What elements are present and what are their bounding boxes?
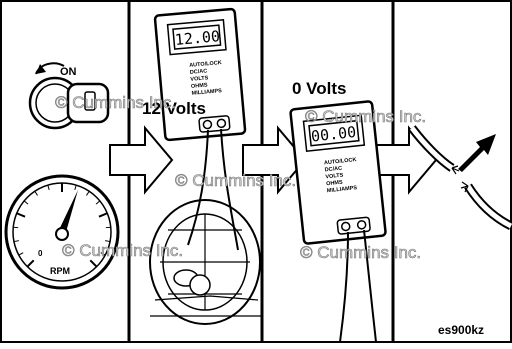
figure-code-label: es900kz (438, 323, 484, 337)
multimeter-right: 00.00 AUTO/LOCK DC/AC VOLTS OHMS MILLIAM… (290, 101, 386, 342)
flow-arrow-1 (110, 128, 172, 192)
flow-arrow-3 (374, 128, 436, 192)
tachometer-gauge: 0 RPM (6, 176, 118, 288)
broken-wire-illustration (412, 128, 511, 226)
tach-zero-label: 0 (38, 249, 43, 258)
meter-right-reading-label: 0 Volts (292, 79, 346, 98)
tach-hub (56, 228, 68, 240)
key-on-label: ON (60, 66, 77, 78)
watermark-2: © Cummins Inc. (305, 107, 426, 126)
watermark-3: © Cummins Inc. (175, 171, 296, 190)
tach-rpm-label: RPM (50, 266, 70, 276)
watermark-5: © Cummins Inc. (300, 243, 421, 262)
break-point-arrow (458, 134, 496, 172)
watermark-1: © Cummins Inc. (55, 93, 176, 112)
watermark-4: © Cummins Inc. (62, 241, 183, 260)
alternator-illustration (150, 200, 262, 324)
